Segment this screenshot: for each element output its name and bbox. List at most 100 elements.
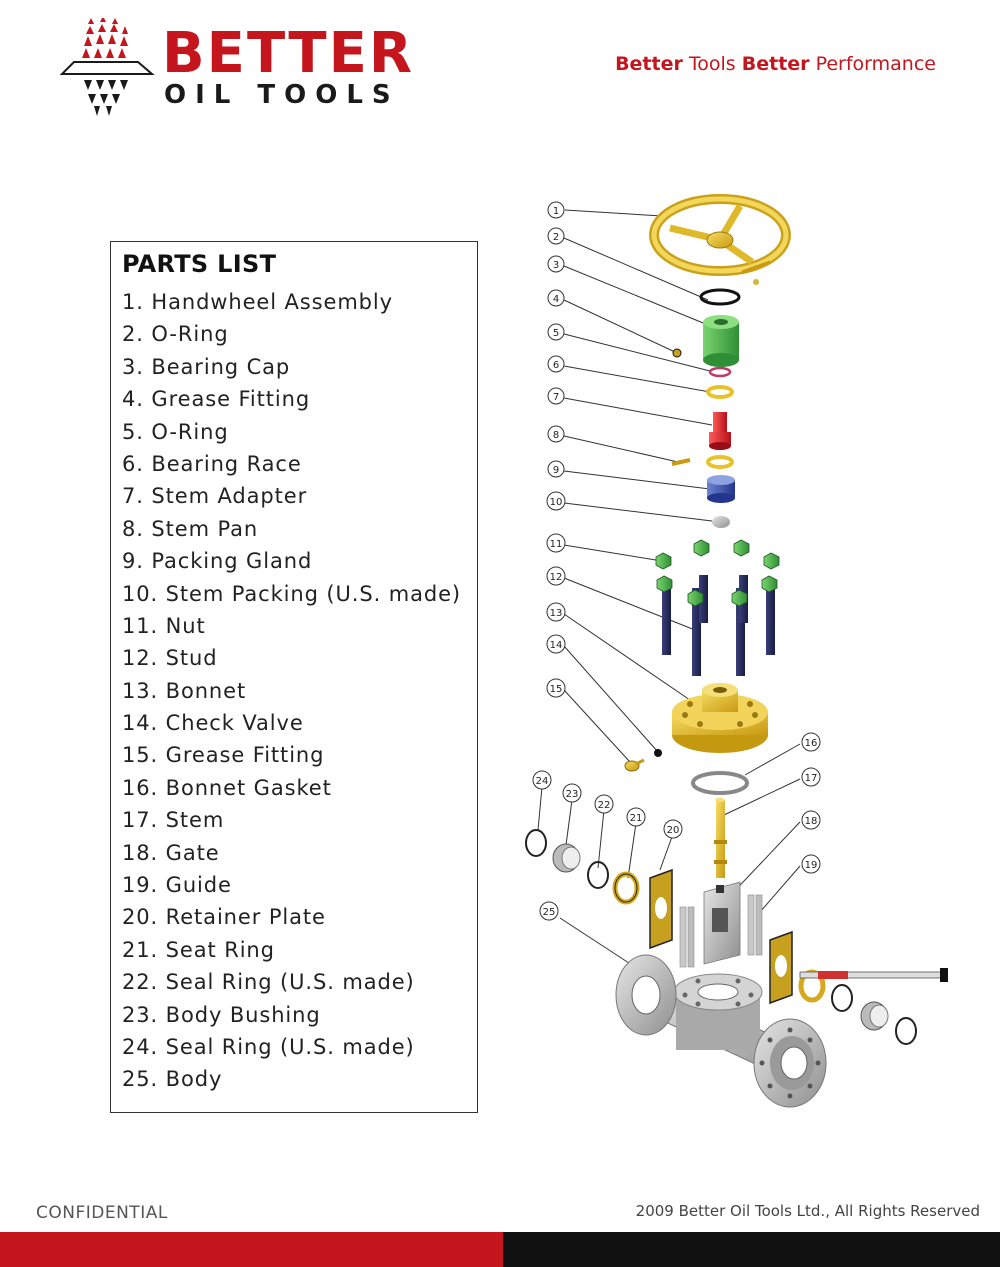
parts-list-title: PARTS LIST — [122, 250, 277, 278]
callouts: 1 2 3 4 5 6 7 8 9 10 11 12 13 14 15 16 1… — [532, 201, 821, 921]
callout-label: 21 — [630, 813, 643, 824]
stem-part — [714, 798, 727, 878]
callout-20: 20 — [663, 819, 683, 839]
callout-label: 2 — [553, 232, 559, 243]
list-item: 1. Handwheel Assembly — [122, 290, 393, 314]
seat-rings-right-part — [798, 969, 917, 1045]
callout-label: 9 — [553, 465, 559, 476]
callout-23: 23 — [562, 783, 582, 803]
callout-label: 10 — [550, 497, 563, 508]
callout-5: 5 — [547, 323, 565, 341]
tagline-tools: Tools — [682, 53, 742, 75]
list-item: 11. Nut — [122, 613, 206, 638]
callout-10: 10 — [546, 491, 566, 511]
list-item: 2. O-Ring — [122, 322, 229, 347]
callout-label: 14 — [550, 640, 563, 651]
list-item: 15. Grease Fitting — [122, 743, 325, 768]
guide-part — [679, 894, 763, 968]
bearing-race-part — [706, 385, 734, 399]
callout-8: 8 — [547, 425, 565, 443]
callout-2: 2 — [547, 227, 565, 245]
callout-13: 13 — [546, 602, 566, 622]
stem-packing-part — [712, 516, 730, 528]
parts-list-box: PARTS LIST 1. Handwheel Assembly 2. O-Ri… — [110, 241, 478, 1113]
list-item: 6. Bearing Race — [122, 451, 302, 476]
callout-1: 1 — [547, 201, 565, 219]
callout-label: 25 — [543, 907, 556, 918]
callout-label: 22 — [598, 800, 611, 811]
copyright-notice: 2009 Better Oil Tools Ltd., All Rights R… — [635, 1202, 980, 1220]
callout-25: 25 — [539, 901, 559, 921]
o-ring-small-part — [708, 366, 732, 378]
list-item: 23. Body Bushing — [122, 1002, 321, 1027]
gauge-rod-part — [799, 968, 948, 982]
list-item: 18. Gate — [122, 840, 220, 865]
tagline: Better Tools Better Performance — [615, 53, 936, 75]
callout-label: 12 — [550, 572, 563, 583]
footer-bar-black — [503, 1232, 1000, 1267]
list-item: 3. Bearing Cap — [122, 354, 291, 379]
bonnet-part — [672, 683, 768, 753]
callout-label: 7 — [553, 392, 559, 403]
callout-label: 24 — [536, 776, 549, 787]
callout-17: 17 — [801, 767, 821, 787]
callout-7: 7 — [547, 387, 565, 405]
tagline-performance: Performance — [809, 53, 936, 75]
callout-15: 15 — [546, 678, 566, 698]
gate-part — [703, 881, 741, 965]
list-item: 25. Body — [122, 1067, 223, 1092]
list-item: 9. Packing Gland — [122, 549, 313, 574]
list-item: 22. Seal Ring (U.S. made) — [122, 970, 415, 995]
list-item: 10. Stem Packing (U.S. made) — [122, 581, 462, 606]
callout-label: 16 — [805, 738, 818, 749]
callout-label: 8 — [553, 430, 559, 441]
grease-fitting-lower-part — [624, 758, 645, 772]
footer-bar-red — [0, 1232, 503, 1267]
callout-label: 6 — [553, 360, 559, 371]
callout-label: 17 — [805, 773, 818, 784]
callout-6: 6 — [547, 355, 565, 373]
callout-label: 4 — [553, 294, 559, 305]
logo-word-oil-tools: OIL TOOLS — [164, 80, 400, 110]
callout-label: 11 — [550, 539, 563, 550]
exploded-valve-diagram: 1 2 3 4 5 6 7 8 9 10 11 12 13 14 15 16 1… — [525, 194, 948, 1108]
parts-list: 1. Handwheel Assembly 2. O-Ring 3. Beari… — [122, 286, 461, 1096]
retainer-plate-part — [649, 868, 793, 1005]
callout-11: 11 — [546, 533, 566, 553]
list-item: 7. Stem Adapter — [122, 484, 308, 509]
callout-label: 5 — [553, 328, 559, 339]
callout-label: 1 — [553, 206, 559, 217]
list-item: 4. Grease Fitting — [122, 387, 311, 412]
handwheel-part — [649, 194, 791, 285]
bearing-cap-part — [703, 315, 739, 367]
leader-lines — [537, 209, 801, 966]
list-item: 21. Seat Ring — [122, 937, 275, 962]
tagline-better-2: Better — [741, 53, 810, 75]
stem-adapter-part — [709, 412, 731, 450]
callout-22: 22 — [594, 794, 614, 814]
packing-gland-part — [707, 475, 735, 503]
callout-label: 18 — [805, 816, 818, 827]
valve-body-part — [615, 954, 827, 1108]
list-item: 8. Stem Pan — [122, 516, 259, 541]
callout-14: 14 — [546, 634, 566, 654]
callout-18: 18 — [801, 810, 821, 830]
o-ring-part — [699, 288, 741, 306]
stem-pan-part — [671, 455, 734, 469]
callout-21: 21 — [626, 807, 646, 827]
callout-label: 13 — [550, 608, 563, 619]
callout-9: 9 — [547, 460, 565, 478]
check-valve-part — [654, 749, 662, 757]
nuts-and-studs-part — [655, 539, 780, 676]
callout-label: 19 — [805, 860, 818, 871]
callout-label: 3 — [553, 260, 559, 271]
callout-label: 15 — [550, 684, 563, 695]
list-item: 17. Stem — [122, 808, 225, 833]
callout-24: 24 — [532, 770, 552, 790]
list-item: 16. Bonnet Gasket — [122, 775, 332, 800]
list-item: 13. Bonnet — [122, 678, 247, 703]
confidential-label: CONFIDENTIAL — [36, 1203, 168, 1223]
company-logo: BETTER OIL TOOLS — [60, 18, 430, 118]
list-item: 19. Guide — [122, 873, 232, 898]
callout-label: 20 — [667, 825, 680, 836]
